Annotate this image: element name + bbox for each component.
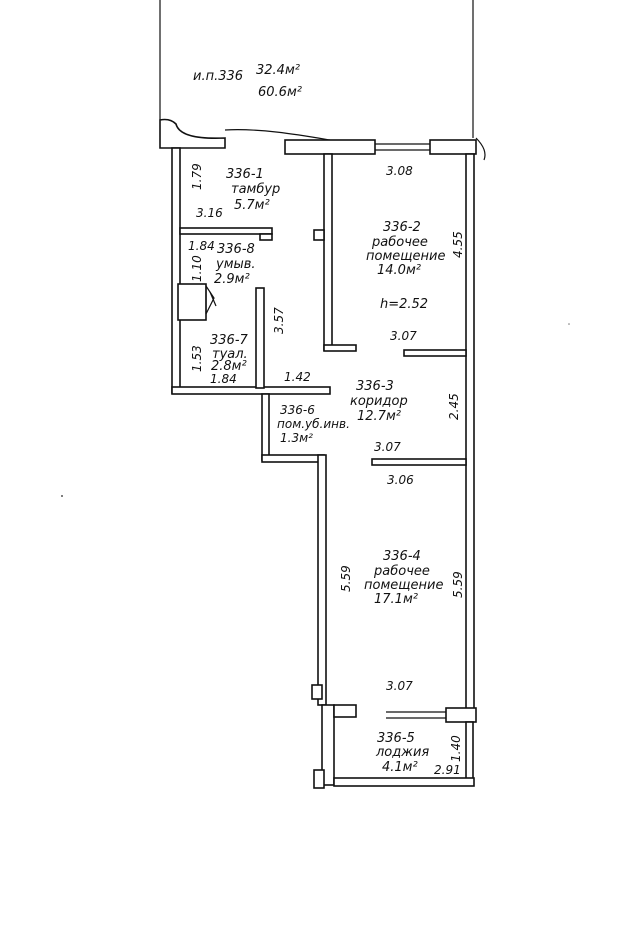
room-336-8: 336-8 умыв. 2.9м² bbox=[214, 242, 256, 287]
dimension-3-57: 3.57 bbox=[272, 307, 286, 334]
room-area: 17.1м² bbox=[374, 592, 418, 607]
room-336-2: 336-2 рабочее помещение 14.0м² h=2.52 bbox=[366, 220, 445, 312]
dimension-1-42: 1.42 bbox=[284, 370, 311, 384]
room-name: лоджия bbox=[375, 745, 429, 760]
room-336-6: 336-6 пом.уб.инв. 1.3м² bbox=[277, 403, 350, 445]
room-id: 336-5 bbox=[377, 731, 415, 746]
room-name: туал. bbox=[212, 347, 248, 362]
common-area-outline bbox=[159, 0, 486, 161]
ceiling-height: h=2.52 bbox=[380, 297, 428, 312]
room-id: 336-2 bbox=[383, 220, 421, 235]
interior-walls bbox=[177, 153, 467, 466]
room-name-line2: помещение bbox=[366, 249, 445, 264]
room-id: 336-1 bbox=[226, 167, 264, 182]
dimension-1-53: 1.53 bbox=[190, 345, 204, 372]
room-336-1: 336-1 тамбур 5.7м² bbox=[226, 167, 280, 213]
room-area: 1.3м² bbox=[280, 431, 313, 445]
room-area: 5.7м² bbox=[234, 198, 270, 213]
room-name: пом.уб.инв. bbox=[277, 417, 350, 431]
room-area: 2.9м² bbox=[214, 272, 250, 287]
room-336-5: 336-5 лоджия 4.1м² bbox=[375, 731, 429, 775]
dimension-5-59-left: 5.59 bbox=[339, 565, 353, 592]
room-name: умыв. bbox=[215, 257, 256, 272]
apartment-living-area: 32.4м² bbox=[256, 63, 300, 78]
room-id: 336-8 bbox=[217, 242, 255, 257]
room-id: 336-3 bbox=[356, 379, 394, 394]
dimension-3-06: 3.06 bbox=[387, 473, 414, 487]
apartment-total-area: 60.6м² bbox=[258, 85, 302, 100]
outer-walls bbox=[171, 139, 477, 789]
dimension-3-07-b: 3.07 bbox=[374, 440, 401, 454]
dimension-3-16: 3.16 bbox=[196, 206, 223, 220]
room-name: коридор bbox=[350, 394, 408, 409]
room-name-line2: помещение bbox=[364, 578, 443, 593]
dimension-4-55: 4.55 bbox=[451, 231, 465, 258]
dimension-labels: 1.79 3.16 1.84 1.10 3.57 1.53 1.84 1.42 … bbox=[188, 163, 465, 777]
apartment-id-label: и.п.336 bbox=[193, 69, 243, 84]
room-id: 336-4 bbox=[383, 549, 421, 564]
room-336-3: 336-3 коридор 12.7м² bbox=[350, 379, 408, 424]
room-area: 2.8м² bbox=[211, 359, 247, 374]
room-336-7: 336-7 туал. 2.8м² bbox=[210, 333, 249, 374]
dimension-5-59-right: 5.59 bbox=[451, 571, 465, 598]
dimension-1-79: 1.79 bbox=[190, 163, 204, 190]
room-name-line1: рабочее bbox=[371, 235, 428, 250]
room-area: 14.0м² bbox=[377, 263, 421, 278]
scan-speck bbox=[61, 495, 63, 497]
room-name-line1: рабочее bbox=[373, 564, 430, 579]
dimension-1-40: 1.40 bbox=[449, 735, 463, 762]
dimension-1-10: 1.10 bbox=[190, 255, 204, 282]
dimension-2-45: 2.45 bbox=[447, 393, 461, 420]
dimension-3-07-c: 3.07 bbox=[386, 679, 413, 693]
entrance-door bbox=[159, 118, 226, 149]
scan-speck bbox=[568, 323, 570, 325]
room-id: 336-7 bbox=[210, 333, 249, 348]
dimension-2-91: 2.91 bbox=[434, 763, 461, 777]
dimension-3-08: 3.08 bbox=[386, 164, 413, 178]
room-id: 336-6 bbox=[280, 403, 315, 417]
room-name: тамбур bbox=[231, 182, 280, 197]
dimension-1-84-top: 1.84 bbox=[188, 239, 215, 253]
room-336-4: 336-4 рабочее помещение 17.1м² bbox=[364, 549, 443, 607]
dimension-1-84-bottom: 1.84 bbox=[210, 372, 237, 386]
dimension-3-07-a: 3.07 bbox=[390, 329, 417, 343]
room-area: 4.1м² bbox=[382, 760, 418, 775]
room-area: 12.7м² bbox=[357, 409, 401, 424]
